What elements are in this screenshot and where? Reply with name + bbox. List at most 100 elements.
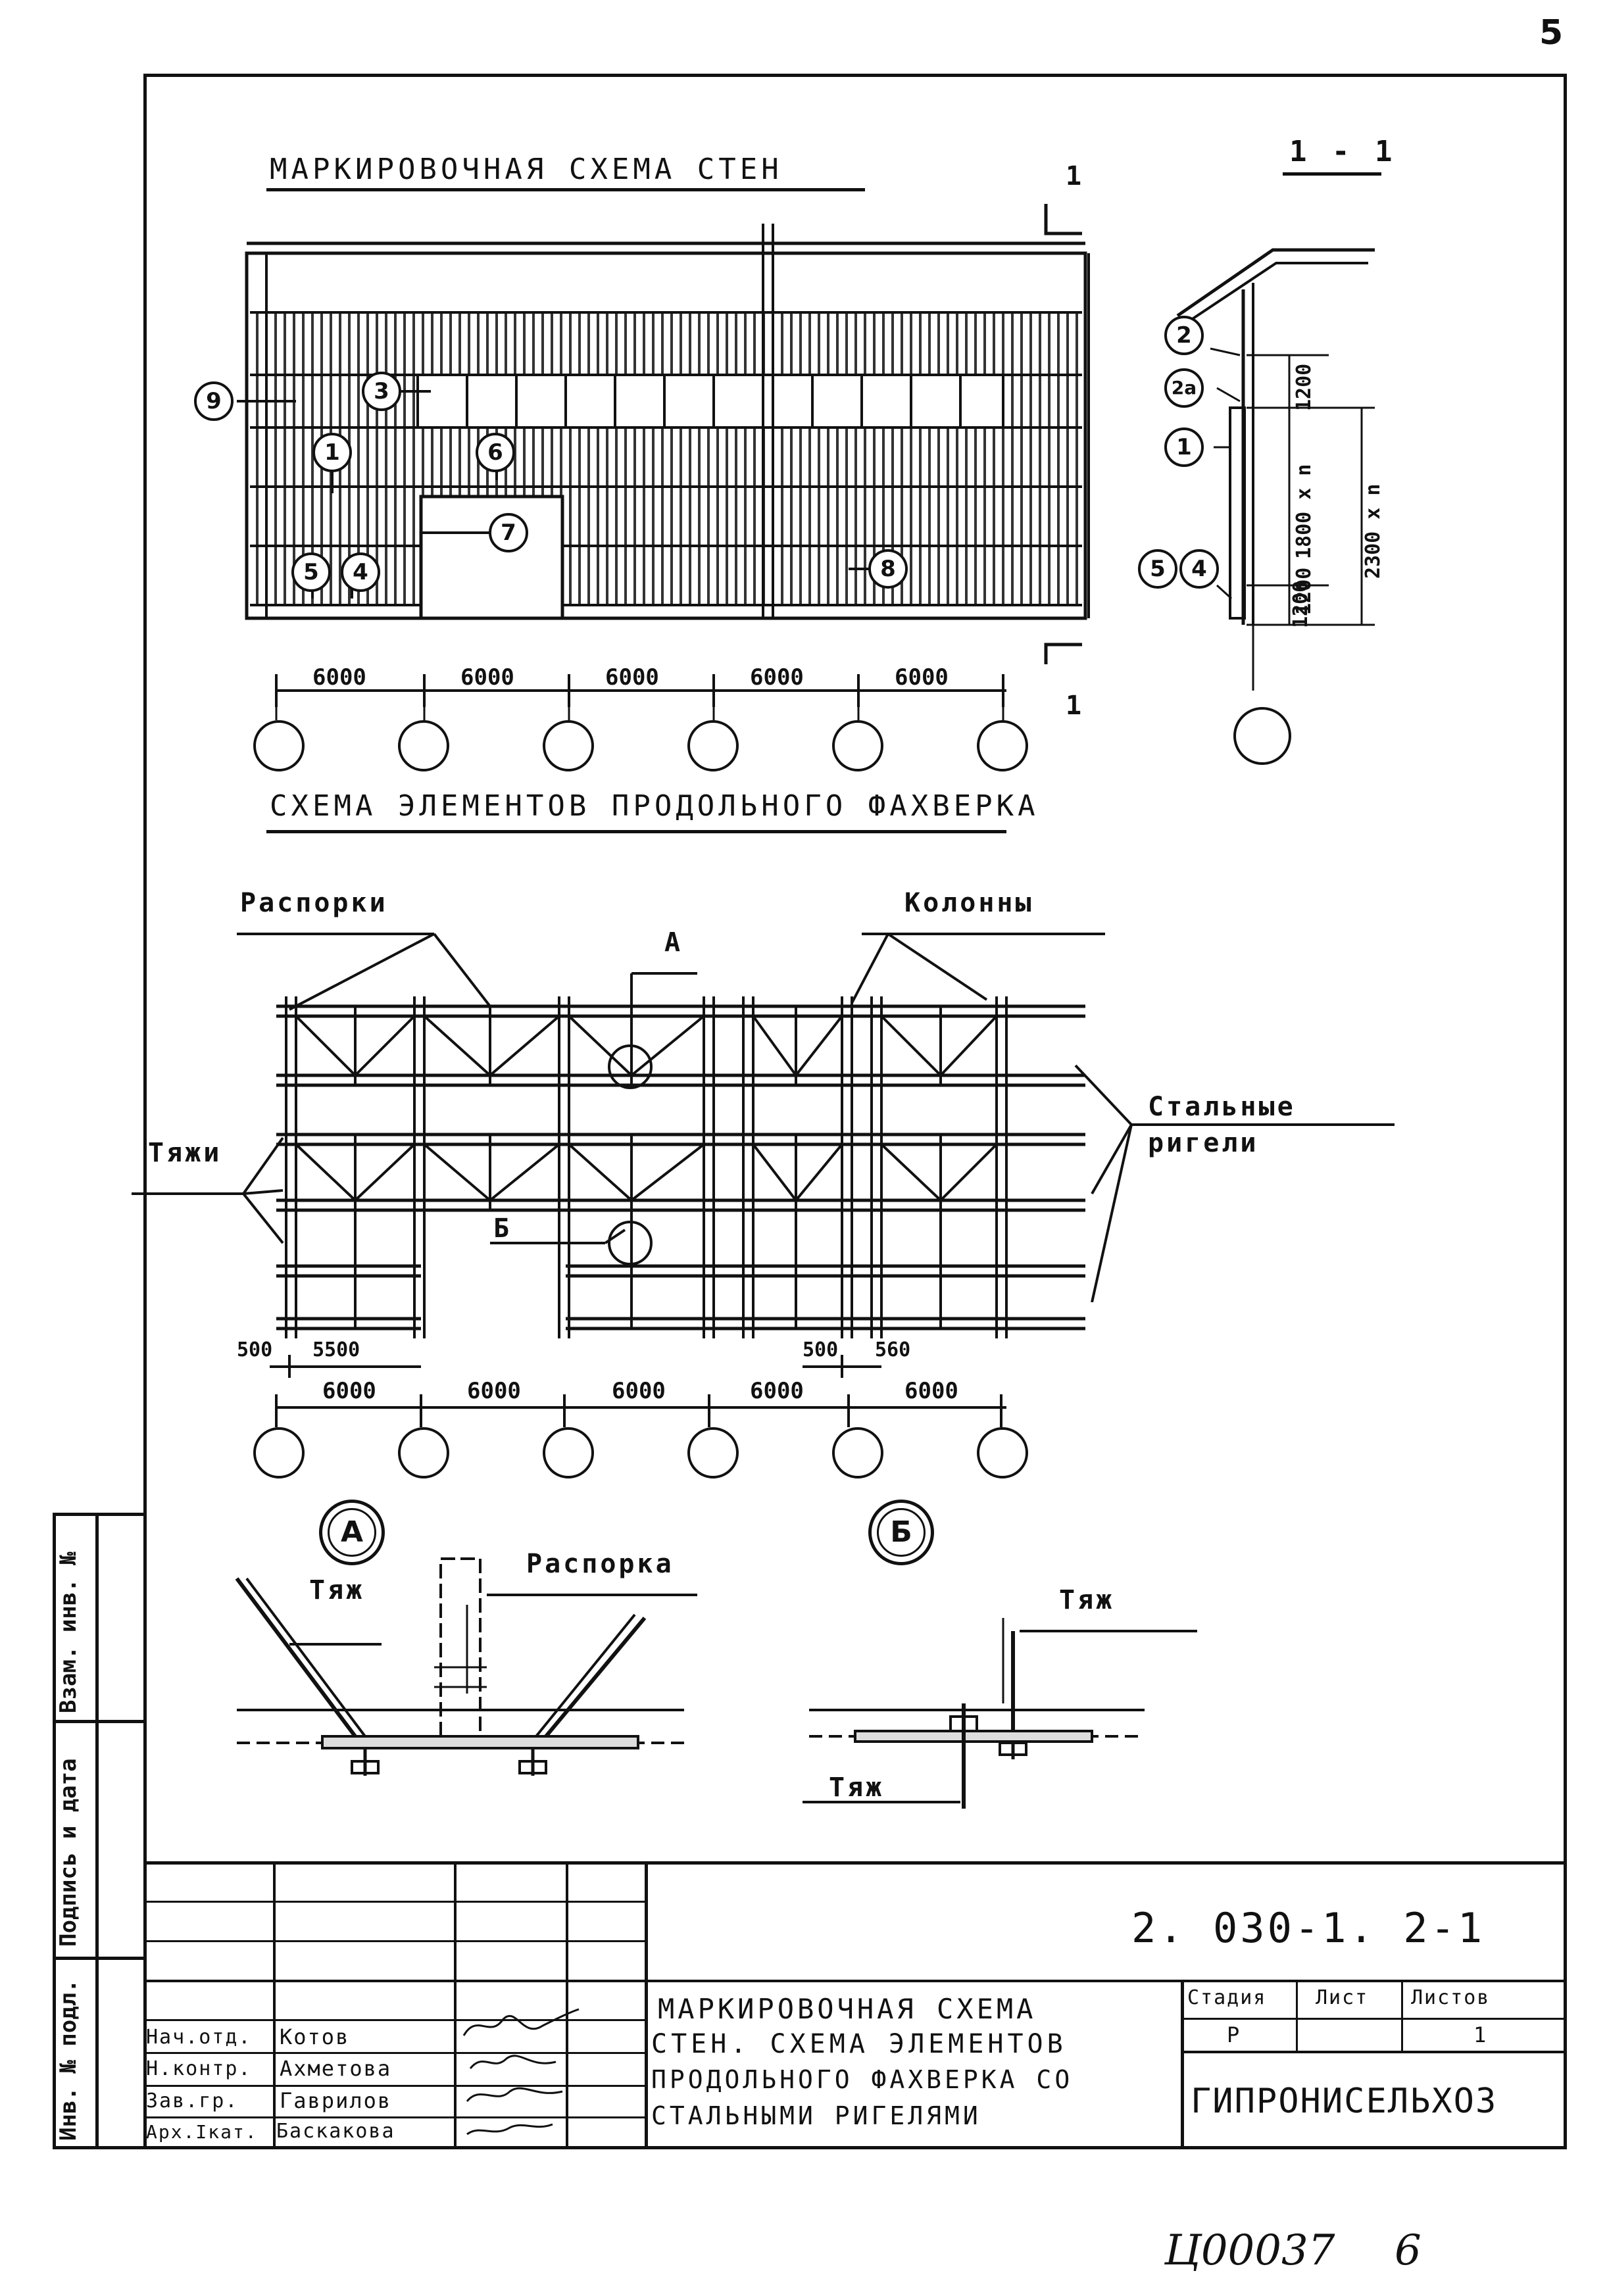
wall-axis-bubble <box>543 720 594 771</box>
tb-line <box>645 1861 648 2149</box>
wall-mark-1: 1 <box>312 433 352 472</box>
wall-axis-bubble <box>398 720 449 771</box>
bottom-number: 6 <box>1395 2226 1422 2275</box>
node-b-marker-inner: Б <box>877 1508 926 1557</box>
label-detail-b-callout: Б <box>493 1213 512 1244</box>
section-title-underline <box>1283 172 1381 176</box>
label-detail-a-callout: А <box>664 927 683 958</box>
tb-stage-value: Р <box>1227 2022 1241 2047</box>
framing-span-3: 6000 <box>612 1378 666 1404</box>
label-girders-1: Стальные <box>1148 1092 1296 1122</box>
wall-mark-4: 4 <box>341 552 380 592</box>
framing-span-1: 6000 <box>322 1378 376 1404</box>
wall-mark-5: 5 <box>291 552 331 592</box>
wall-elevation <box>237 204 1090 720</box>
section-mark-2: 2 <box>1164 316 1204 355</box>
title-block <box>143 1861 1567 2149</box>
node-b-label-tie-top: Тяж <box>1059 1585 1115 1615</box>
node-b-marker: Б <box>868 1500 934 1565</box>
section-axis-bubble <box>1233 707 1291 765</box>
wall-axis-bubble <box>977 720 1028 771</box>
wall-axis-bubble <box>687 720 739 771</box>
tb-line <box>143 2052 647 2054</box>
framing-axis-bubble <box>832 1427 883 1478</box>
walls-title: Маркировочная схема стен <box>270 153 783 186</box>
signer-role-4: Арх.Iкат. <box>146 2121 258 2143</box>
framing-axis-bubble <box>398 1427 449 1478</box>
signer-role-3: Зав.гр. <box>146 2089 239 2113</box>
signer-name-4: Баскакова <box>276 2120 395 2143</box>
framing-dim-5500: 5500 <box>312 1338 360 1361</box>
framing-axis-bubble <box>687 1427 739 1478</box>
framing-title-underline <box>266 830 1006 833</box>
framing-elevation <box>270 996 1085 1427</box>
page-number: 5 <box>1539 13 1564 53</box>
tb-line <box>1296 1980 1298 2052</box>
node-a-drawing <box>235 1557 697 1776</box>
framing-axis-bubble <box>253 1427 305 1478</box>
wall-span-4: 6000 <box>750 664 804 691</box>
tb-organization: ГИПРОНИСЕЛЬХОЗ <box>1191 2082 1498 2121</box>
framing-axis-bubble <box>543 1427 594 1478</box>
section-cut-label-top: 1 <box>1066 161 1085 191</box>
drawing-frame <box>143 74 1567 2149</box>
section-mark-5: 5 <box>1138 549 1177 589</box>
tb-title-line-1: Маркировочная схема <box>658 1993 1037 2025</box>
section-dim-1200-bottom: 1200 <box>1289 580 1312 628</box>
tb-line <box>273 1861 276 2149</box>
side-stamp-inv-podl: Инв. № подл. <box>55 1979 82 2141</box>
tb-head-stage: Стадия <box>1187 1986 1267 2009</box>
wall-axis-bubble <box>253 720 305 771</box>
section-mark-4: 4 <box>1179 549 1219 589</box>
wall-mark-9: 9 <box>194 381 234 421</box>
bottom-code: Ц00037 <box>1164 2226 1335 2275</box>
walls-title-underline <box>266 188 865 191</box>
side-stamp-vzam-inv: Взам. инв. № <box>55 1551 82 1713</box>
node-b-drawing <box>803 1618 1197 1809</box>
tb-line <box>1181 2051 1567 2053</box>
node-a-label-strut: Распорка <box>526 1549 674 1579</box>
signer-role-2: Н.контр. <box>146 2057 252 2080</box>
wall-span-1: 6000 <box>312 664 366 691</box>
framing-span-2: 6000 <box>467 1378 521 1404</box>
label-columns: Колонны <box>904 888 1034 918</box>
signer-role-1: Нач.отд. <box>146 2026 252 2049</box>
tb-line <box>143 2085 647 2087</box>
tb-line <box>1181 2018 1567 2020</box>
signature-marks <box>462 2008 580 2136</box>
label-struts: Распорки <box>240 888 388 918</box>
section-mark-1: 1 <box>1164 427 1204 467</box>
label-girders-2: ригели <box>1148 1128 1259 1158</box>
tb-line <box>1181 1980 1184 2149</box>
side-stamp-divider <box>95 1513 99 2149</box>
node-a-marker: А <box>319 1500 385 1565</box>
wall-span-3: 6000 <box>605 664 659 691</box>
node-a-marker-inner: А <box>328 1508 376 1557</box>
node-b-label-tie-bottom: Тяж <box>829 1772 885 1803</box>
section-dim-1200-top: 1200 <box>1293 363 1316 411</box>
wall-mark-3: 3 <box>362 372 401 411</box>
section-mark-2a: 2а <box>1164 368 1204 408</box>
tb-doc-code: 2. 030-1. 2-1 <box>1131 1904 1485 1952</box>
tb-title-line-3: продольного фахверка со <box>651 2065 1074 2094</box>
tb-line <box>143 1901 647 1903</box>
section-dim-1800n: 1800 х n <box>1293 464 1316 560</box>
framing-title: Схема элементов продольного фахверка <box>270 789 1039 823</box>
tb-line <box>566 1861 568 2149</box>
wall-span-2: 6000 <box>460 664 514 691</box>
tb-head-sheet: Лист <box>1316 1986 1369 2009</box>
tb-title-line-4: стальными ригелями <box>651 2101 981 2130</box>
tb-title-line-2: стен. Схема элементов <box>651 2029 1067 2059</box>
section-dim-2300n: 2300 х n <box>1362 483 1385 579</box>
framing-span-5: 6000 <box>904 1378 958 1404</box>
wall-mark-6: 6 <box>476 433 515 472</box>
tb-line <box>143 1980 1567 1982</box>
tb-line <box>143 2116 647 2118</box>
framing-leaders <box>132 933 1395 1302</box>
tb-head-sheets: Листов <box>1411 1986 1491 2009</box>
framing-axis-bubble <box>977 1427 1028 1478</box>
tb-line <box>143 2019 647 2021</box>
tb-line <box>454 1861 457 2149</box>
node-a-label-tie: Тяж <box>309 1575 365 1605</box>
tb-line <box>1401 1980 1403 2052</box>
